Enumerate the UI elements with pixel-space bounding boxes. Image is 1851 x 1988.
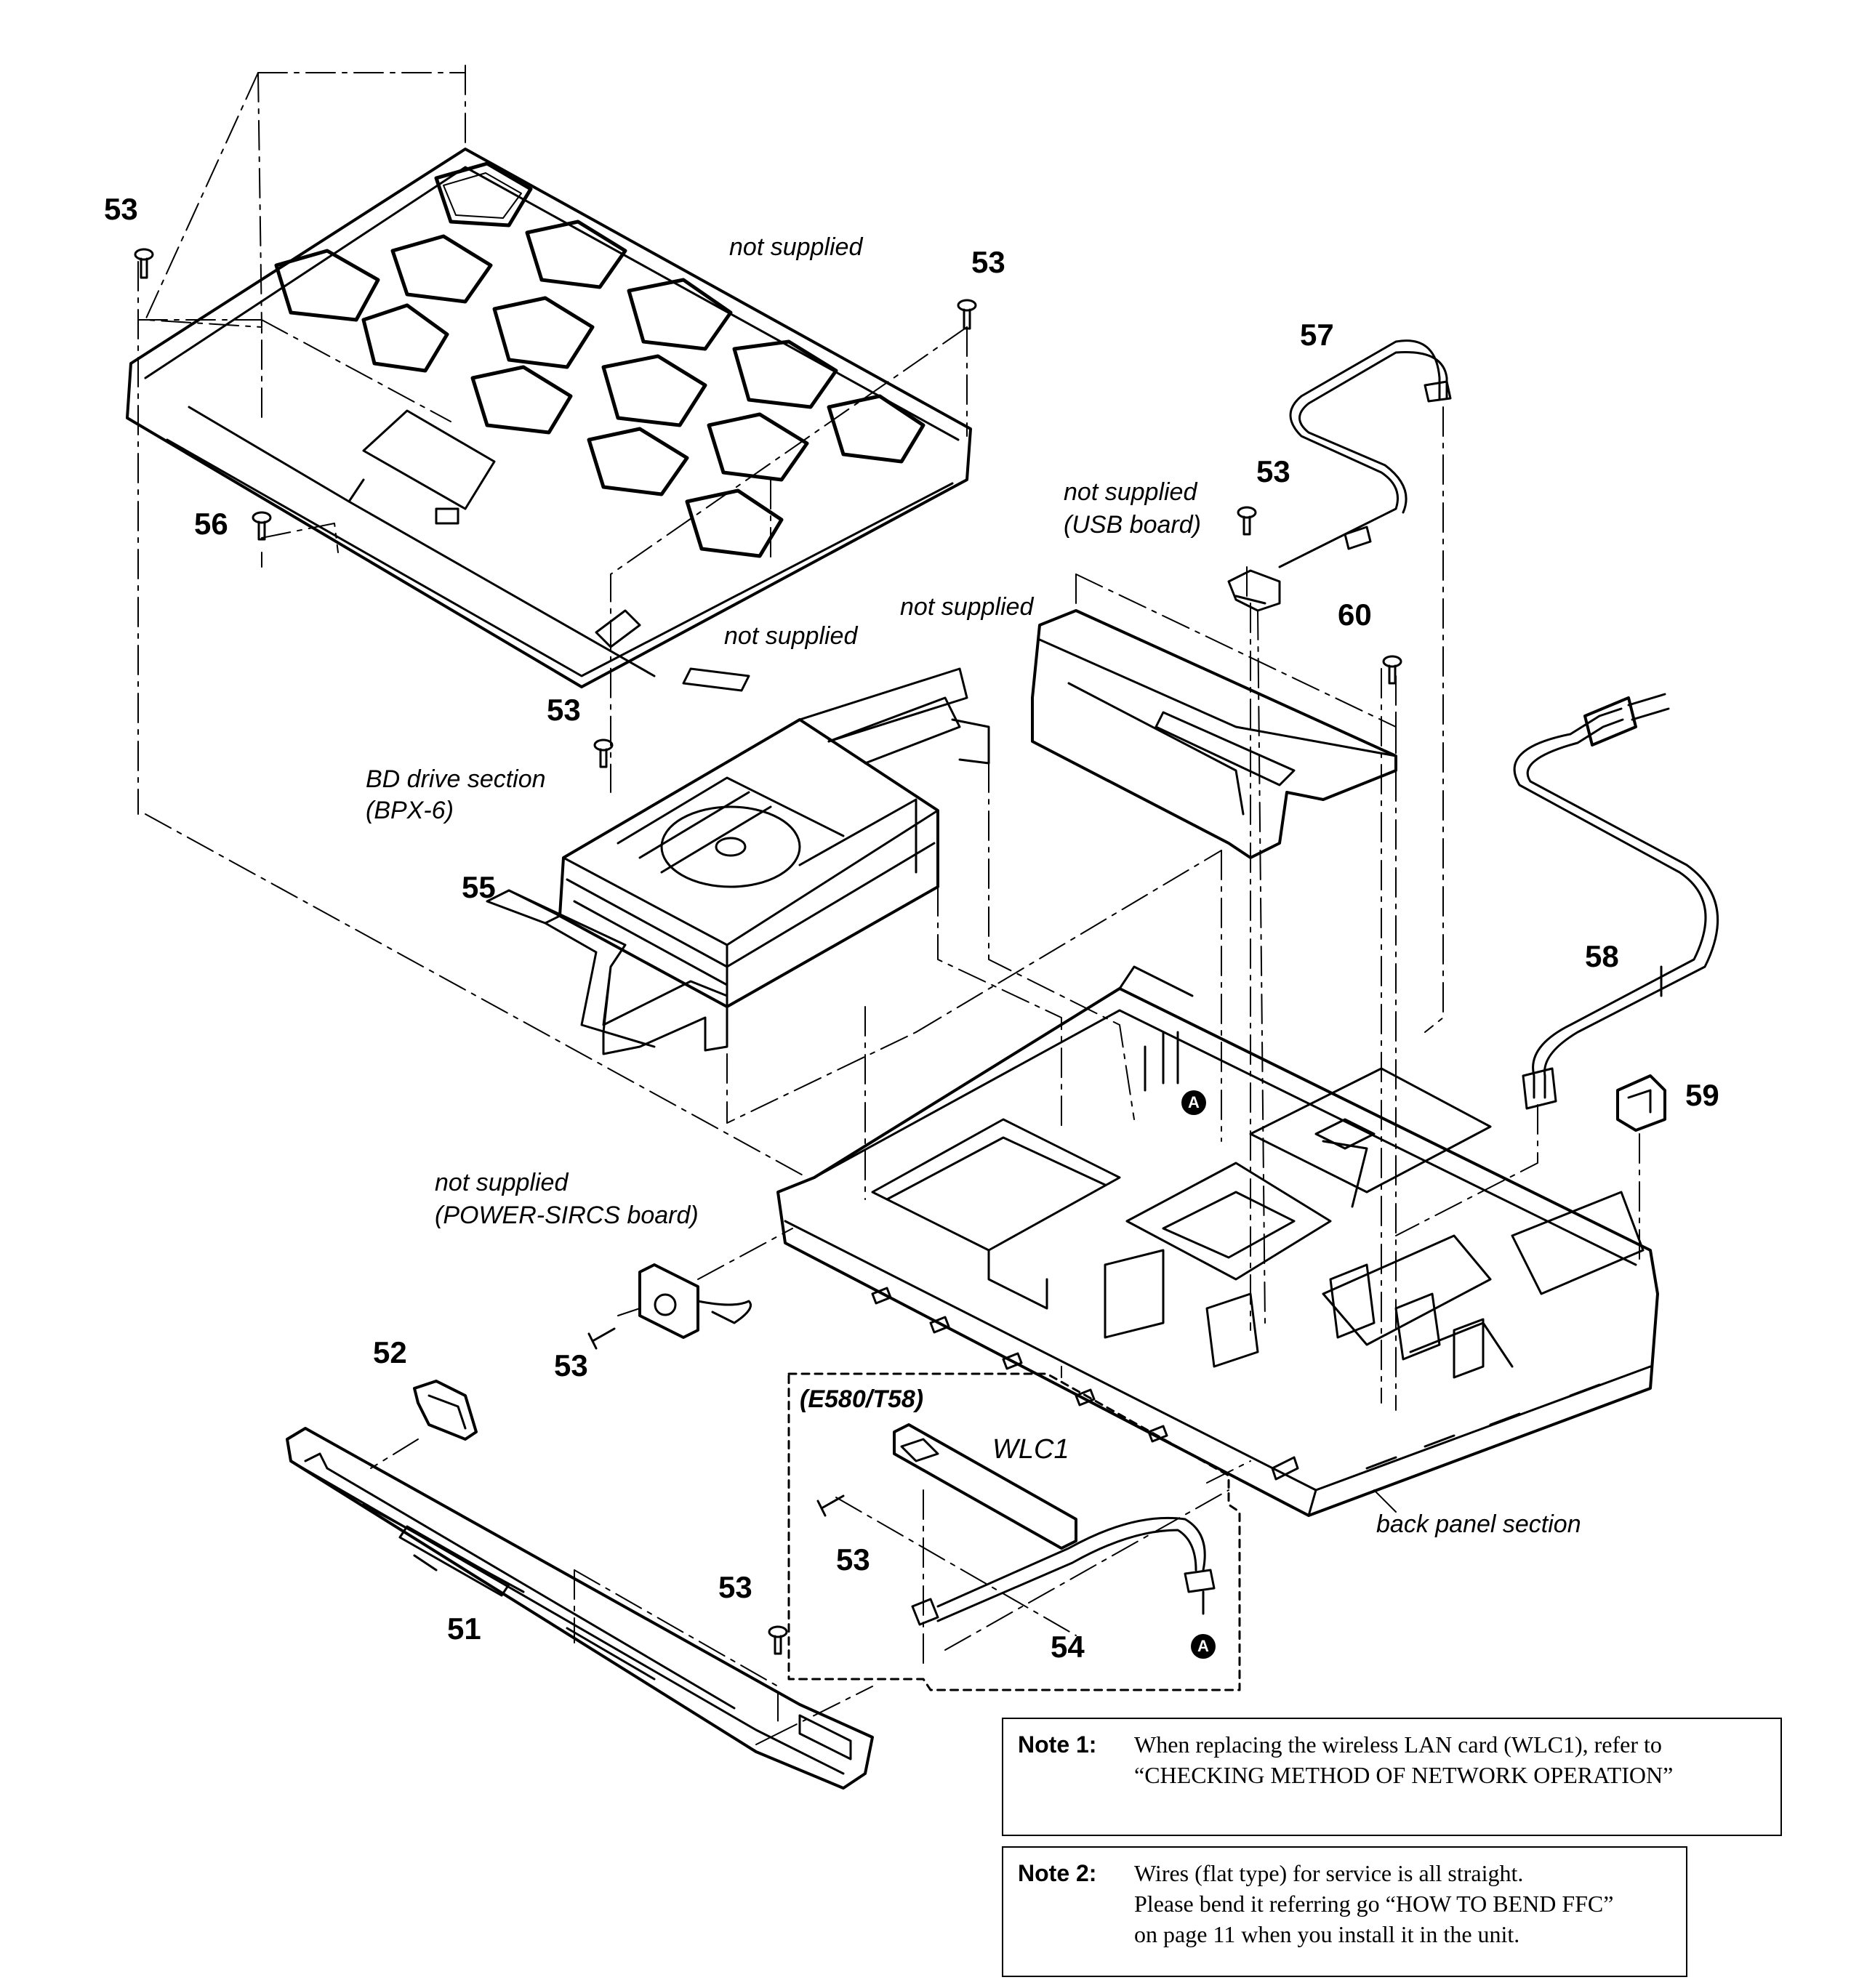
screw-icon (134, 248, 1402, 1655)
note-2-label: Note 2: (1018, 1860, 1097, 1886)
caption-not-supplied: not supplied (1064, 478, 1197, 506)
part-number-53: 53 (971, 245, 1005, 279)
caption-usb-board: (USB board) (1064, 511, 1201, 539)
wlc1-leaders (835, 1366, 1251, 1665)
wlc1-dashed-box (787, 1372, 1241, 1691)
top-cover (126, 148, 972, 688)
cable-54 (911, 1516, 1216, 1626)
part-52 (413, 1380, 478, 1441)
caption-region: (E580/T58) (800, 1385, 924, 1413)
caption-back-panel-section: back panel section (1376, 1510, 1581, 1538)
part-number-53: 53 (1256, 454, 1290, 488)
caption-not-supplied: not supplied (435, 1169, 569, 1196)
bd-drive-section (558, 667, 990, 1008)
note-1-box: Note 1: When replacing the wireless LAN … (1002, 1718, 1782, 1836)
part-number-58: 58 (1585, 939, 1619, 973)
part-number-53: 53 (554, 1348, 588, 1383)
power-board-leaders (617, 1228, 793, 1316)
power-cord-58 (1513, 693, 1719, 1110)
bracket (1031, 609, 1397, 859)
part-number-57: 57 (1300, 318, 1334, 352)
caption-bd-model: (BPX-6) (366, 797, 454, 824)
part-number-60: 60 (1338, 597, 1372, 632)
bracket-leaders (1075, 406, 1444, 1411)
note-2-line: on page 11 when you install it in the un… (1134, 1921, 1520, 1947)
flat-cable-55 (486, 889, 728, 1055)
note-1-label: Note 1: (1018, 1731, 1097, 1758)
note-2-box: Note 2: Wires (flat type) for service is… (1002, 1846, 1687, 1977)
front-panel-51 (286, 1427, 874, 1790)
caption-not-supplied: not supplied (900, 593, 1034, 621)
part-number-51: 51 (447, 1611, 481, 1646)
back-panel-leader (1373, 1489, 1397, 1513)
caption-not-supplied: not supplied (729, 233, 863, 261)
power-sircs-board (638, 1263, 752, 1339)
cable-57 (1278, 339, 1452, 568)
part-number-53: 53 (718, 1570, 752, 1604)
caption-not-supplied: not supplied (724, 622, 858, 650)
part-59 (1616, 1074, 1666, 1132)
part-number-53: 53 (104, 192, 138, 226)
top-cover-leaders (137, 65, 968, 815)
wlc1-card (893, 1423, 1077, 1550)
part-number-59: 59 (1685, 1078, 1719, 1112)
note-1-line: “CHECKING METHOD OF NETWORK OPERATION” (1134, 1762, 1674, 1788)
caption-wlc1: WLC1 (992, 1434, 1069, 1465)
part-number-53: 53 (836, 1542, 870, 1577)
cord-leaders (1395, 1104, 1640, 1265)
caption-power-sircs-board: (POWER-SIRCS board) (435, 1202, 699, 1229)
part-number-52: 52 (373, 1335, 407, 1369)
connection-marker-a: A (1191, 1634, 1216, 1659)
front-panel-leaders (370, 1438, 873, 1745)
main-chassis (776, 965, 1659, 1517)
part-number-53: 53 (547, 693, 581, 727)
part-number-56: 56 (194, 507, 228, 541)
part-number-55: 55 (462, 870, 496, 904)
caption-bd-drive-section: BD drive section (366, 765, 546, 793)
note-2-line: Please bend it referring go “HOW TO BEND… (1134, 1891, 1614, 1917)
cover-pentagon-pattern (274, 161, 926, 558)
note-2-line: Wires (flat type) for service is all str… (1134, 1860, 1524, 1886)
bd-leaders (145, 762, 1222, 1200)
connection-marker-a: A (1181, 1090, 1206, 1115)
part-number-54: 54 (1051, 1630, 1085, 1664)
usb-board (1227, 569, 1281, 612)
note-1-line: When replacing the wireless LAN card (WL… (1134, 1731, 1662, 1758)
